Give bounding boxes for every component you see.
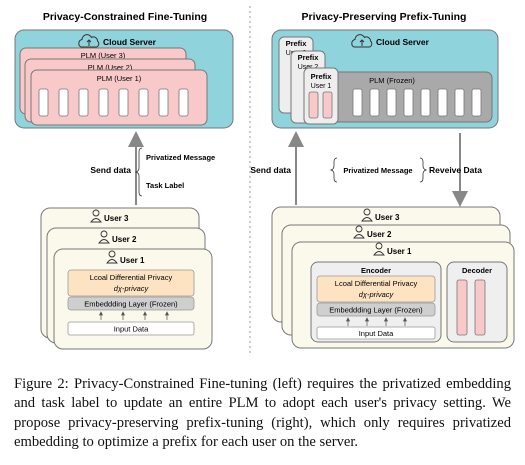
right-input-data-box [316, 326, 436, 340]
left-embedding-label: Embeddding Layer (Frozen) [84, 300, 178, 309]
right-user3-icon [361, 208, 373, 222]
plm-user3-label: PLM (User 3) [81, 51, 126, 60]
plm-frozen-blocks [352, 88, 482, 117]
encoder-label: Encoder [361, 266, 391, 275]
right-user1-label: User 1 [387, 247, 412, 256]
prefix-user2-title: Prefix [298, 53, 320, 62]
left-user3-label: User 3 [104, 214, 129, 223]
left-panel-title: Privacy-Constrained Fine-Tuning [43, 11, 207, 23]
left-ldp-line1: Lcoal Differential Privacy [90, 273, 173, 282]
left-input-data-box [67, 321, 195, 336]
right-panel-title: Privacy-Preserving Prefix-Tuning [302, 11, 467, 23]
left-message-brace [134, 147, 143, 197]
left-input-data-label: Input Data [114, 325, 149, 334]
right-user2-label: User 2 [367, 230, 392, 239]
right-message-brace-left [329, 157, 338, 183]
right-ldp-line1: Lcoal Differential Privacy [335, 279, 418, 288]
left-send-data-label: Send data [90, 165, 131, 175]
right-embedding-label: Embeddding Layer (Frozen) [329, 306, 423, 315]
right-cloud-server-label: Cloud Server [376, 37, 430, 47]
left-embedding-layer [67, 296, 195, 311]
right-receive-data-label: Reveive Data [429, 165, 482, 175]
prefix-user1-blocks [308, 91, 333, 119]
right-ldp-line2: dχ-privacy [359, 290, 395, 299]
left-task-label: Task Label [146, 181, 184, 190]
prefix-user3-title: Prefix [286, 39, 308, 48]
decoder-blocks [456, 279, 486, 336]
left-user1-icon [106, 250, 118, 264]
left-user2-label: User 2 [112, 235, 137, 244]
plm-user1-label: PLM (User 1) [97, 74, 142, 83]
left-cloud-server-label: Cloud Server [103, 37, 157, 47]
plm-user2-label: PLM (User 2) [88, 63, 133, 72]
right-cloud-icon [351, 34, 373, 48]
right-input-data-label: Input Data [359, 329, 394, 338]
plm-frozen-label: PLM (Frozen) [369, 76, 415, 85]
decoder-label: Decoder [462, 266, 492, 275]
right-privatized-message: Privatized Message [343, 166, 412, 175]
left-privatized-message: Privatized Message [146, 153, 215, 162]
left-user3-icon [90, 209, 102, 223]
figure-diagram: Privacy-Constrained Fine-Tuning Cloud Se… [14, 6, 515, 355]
prefix-user1-title: Prefix [311, 72, 333, 81]
right-user3-label: User 3 [375, 213, 400, 222]
left-ldp-line2: dχ-privacy [114, 284, 150, 293]
right-embedding-layer [316, 302, 436, 317]
right-ldp-box [316, 275, 436, 303]
left-input-arrows [98, 311, 170, 320]
prefix-user2-user: User 2 [298, 64, 319, 71]
right-user1-icon [373, 242, 385, 256]
right-message-brace-right [419, 157, 428, 183]
plm-user1-blocks [38, 88, 189, 117]
figure-caption: Figure 2: Privacy-Constrained Fine-tunin… [14, 376, 511, 450]
right-input-arrows [345, 317, 408, 326]
right-send-data-label: Send data [250, 165, 291, 175]
right-user2-icon [353, 225, 365, 239]
prefix-user1-user: User 1 [311, 83, 332, 90]
left-ldp-box [67, 269, 195, 297]
left-user1-label: User 1 [120, 256, 145, 265]
left-cloud-icon [78, 34, 100, 48]
left-user2-icon [98, 230, 110, 244]
